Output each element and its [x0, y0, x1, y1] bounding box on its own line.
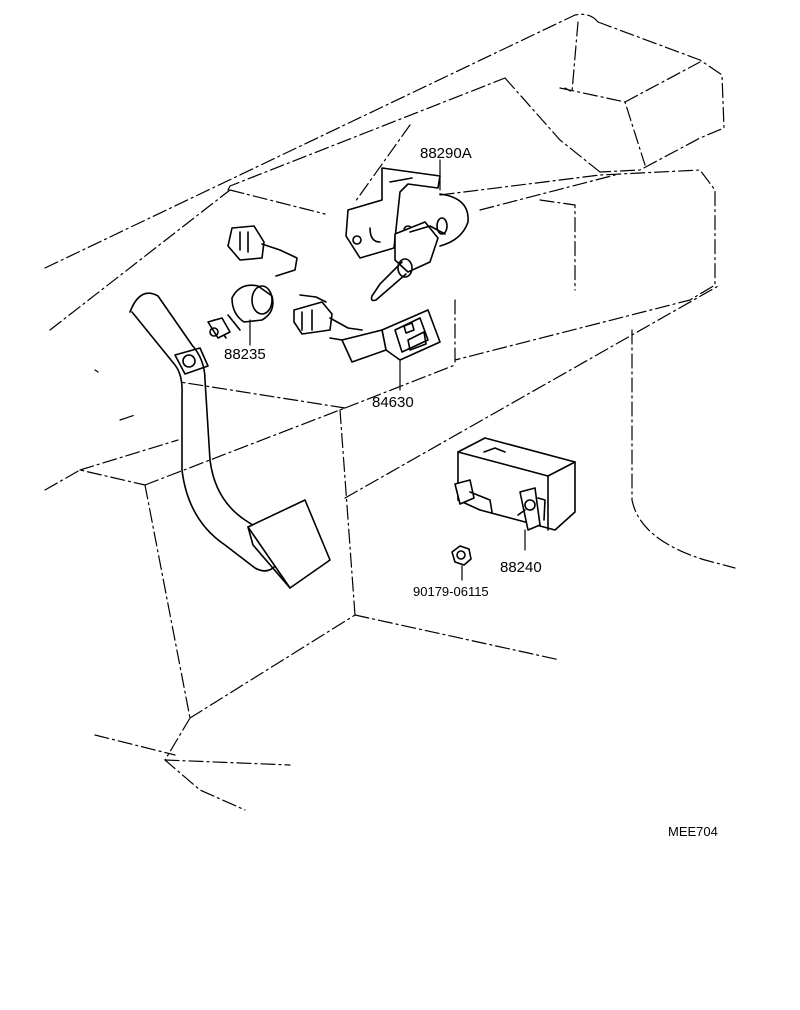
bracket-sensor-assembly [345, 167, 469, 302]
label-88240: 88240 [500, 559, 542, 576]
label-88290a: 88290A [420, 145, 472, 162]
leader-lines [399, 159, 526, 581]
control-unit [454, 437, 576, 531]
brake-pedal [129, 292, 331, 589]
label-90179-06115: 90179-06115 [413, 584, 489, 599]
label-84630: 84630 [372, 394, 414, 411]
dash-switch [293, 294, 441, 363]
vehicle-phantom-outline [44, 13, 736, 811]
label-88235: 88235 [224, 346, 266, 363]
nut [451, 545, 472, 566]
stop-lamp-switch [207, 225, 298, 346]
drawing-code: MEE704 [668, 824, 718, 839]
